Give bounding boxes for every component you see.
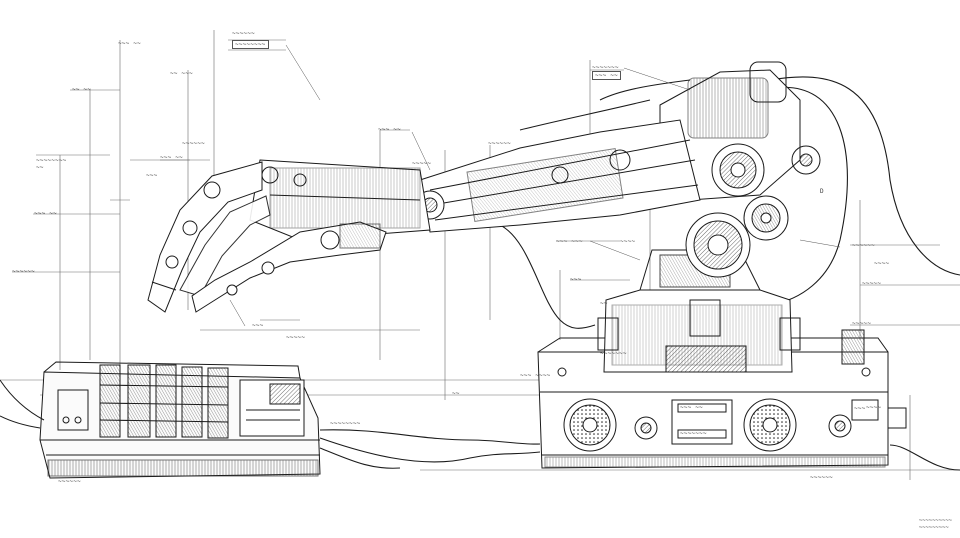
base-console xyxy=(537,337,907,469)
callout-label: ~~~ xyxy=(854,405,866,412)
callout-label: ~~~ ~~ xyxy=(34,210,57,217)
callout-label: ~~~~~~ xyxy=(852,242,875,249)
callout-label: ~~~ ~~ xyxy=(592,71,621,80)
right-speaker xyxy=(743,398,797,452)
forearm xyxy=(415,99,701,233)
callout-label: ~~ ~~~ xyxy=(170,70,193,77)
callout-label: ~~~ ~~~~ xyxy=(520,372,551,379)
callout-label: ~~~~~ xyxy=(412,160,432,167)
leader-lines xyxy=(229,44,841,327)
keyboard-unit xyxy=(0,361,321,479)
callout-label: ~~~~ xyxy=(874,260,890,267)
callout-label: ~~ xyxy=(36,164,44,171)
callout-label: ~~~~~~~~ xyxy=(330,420,361,427)
arm-pedestal xyxy=(597,212,865,373)
callout-label: D xyxy=(820,188,824,195)
fingers xyxy=(147,161,387,313)
callout-label: ~~~ ~~~ xyxy=(556,238,583,245)
callout-label: ~~~~~~~ xyxy=(600,350,627,357)
callout-label: ~~~ xyxy=(252,322,264,329)
corner-note-line: ~~~~~~~~~ xyxy=(918,525,949,531)
callout-label: ~~~~~~ xyxy=(58,478,81,485)
control-knobs xyxy=(557,367,871,440)
callout-label: ~~~~~~~~ xyxy=(36,157,67,164)
callout-label: ~~~~~~~~ xyxy=(232,40,269,49)
keyboard-keys xyxy=(99,364,229,439)
callout-label: ~~~~~~ xyxy=(810,474,833,481)
callout-label: ~~~~~~ xyxy=(182,140,205,147)
callout-label: ~~~ ~~ xyxy=(378,126,401,133)
callout-label: ~~~ xyxy=(146,172,158,179)
callout-label: ~~ ~~ xyxy=(72,86,92,93)
callout-label: ~~~ ~~ xyxy=(680,404,703,411)
callout-label: ~~~ xyxy=(570,276,582,283)
corner-note-line: ~~~~~~~~~~ xyxy=(918,518,952,524)
callout-label: ~~ xyxy=(600,300,608,307)
callout-label: ~~~ ~~ xyxy=(160,154,183,161)
callout-label: ~~~~~~ xyxy=(232,30,255,37)
callout-label: ~~~~~~~ xyxy=(592,64,619,71)
callout-label: ~~~~ xyxy=(866,404,882,411)
callout-label: ~~ xyxy=(452,390,460,397)
callout-label: ~~~~~ xyxy=(286,334,306,341)
callout-label: ~~~~~ xyxy=(852,320,872,327)
left-speaker xyxy=(563,398,617,452)
corner-note: ~~~~~~~~~~ ~~~~~~~~~ xyxy=(919,518,952,532)
wrist-palm xyxy=(249,159,431,241)
callout-label: ~~~~ xyxy=(620,238,636,245)
callout-label: ~~~~~ xyxy=(862,280,882,287)
shoulder-motor xyxy=(659,61,821,241)
callout-label: ~~~~~~ xyxy=(488,140,511,147)
callout-label: ~~~ ~~ xyxy=(118,40,141,47)
callout-label: ~~~~~~ xyxy=(12,268,35,275)
callout-label: ~~~~~~~ xyxy=(680,430,707,437)
cables xyxy=(319,76,960,471)
